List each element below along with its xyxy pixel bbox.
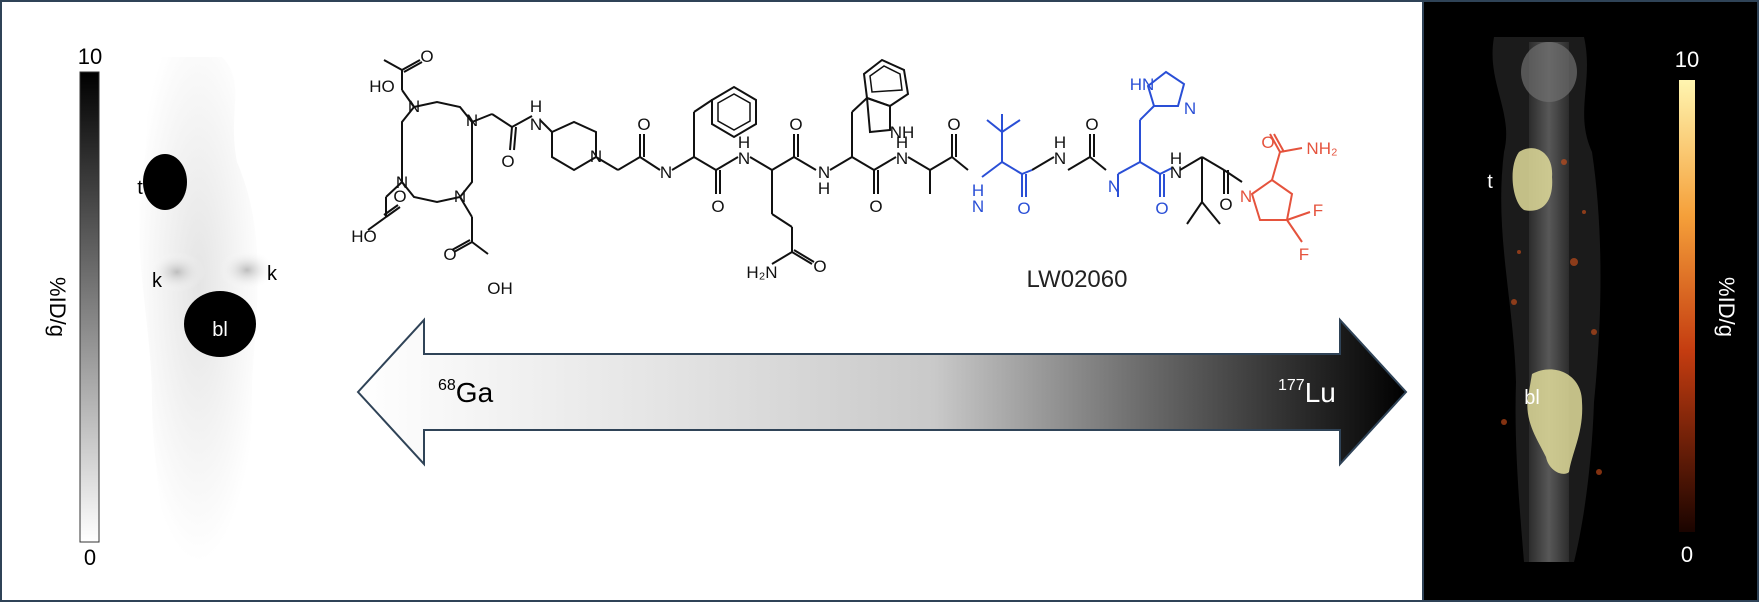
ct-spine [1529,42,1569,562]
arrow-left-label: 68Ga [438,377,494,408]
red-atom-labels: N O NH₂ F F [1240,133,1338,264]
dota-n2: N [466,111,478,130]
atom-h-leu: H [1170,149,1182,168]
atom-n-methyl: N [1108,177,1120,196]
structure-panel: HO O HO O O OH O N H O N O N H H₂N O O N… [342,2,1422,600]
kidney-right-label: k [267,263,278,285]
colorbar-max: 10 [78,44,102,69]
atom-o2: O [393,187,406,206]
atom-h-gly: H [1054,133,1066,152]
lu-mass-number: 177 [1278,377,1305,394]
lu177-spect-panel: 10 0 %ID/g t bl [1422,2,1757,600]
bladder-signal [184,291,256,357]
atom-f1: F [1313,201,1323,220]
atom-h-gln: H [738,133,750,152]
pip-n: N [590,147,602,166]
atom-o13: O [1017,199,1030,218]
atom-ho1: HO [369,77,395,96]
hot-colorbar-max: 10 [1675,47,1699,72]
atom-o7: O [813,257,826,276]
bladder-label-right: bl [1524,387,1540,409]
lu177-spect-image: 10 0 %ID/g t bl [1487,37,1739,567]
colorbar-unit: %ID/g [45,277,70,337]
atom-n-imidazole: N [1184,99,1196,118]
atom-o11: O [1085,115,1098,134]
hot-colorbar [1679,80,1695,532]
ga68-pet-panel: 10 0 %ID/g t k k bl [2,2,342,600]
atom-o8: O [789,115,802,134]
tumor-label-right: t [1487,171,1493,193]
atom-ho2: HO [351,227,377,246]
colorbar-min: 0 [84,545,96,570]
tumor-signal [143,154,187,210]
atom-o6: O [711,197,724,216]
atom-o1: O [420,47,433,66]
atom-o15: O [1261,133,1274,152]
compound-name: LW02060 [1027,266,1128,293]
blue-residues [981,70,1186,197]
atom-f2: F [1299,245,1309,264]
atom-labels: HO O HO O O OH O N H O N O N H H₂N O O N… [351,47,1232,298]
chemical-structure: HO O HO O O OH O N H O N O N H H₂N O O N… [351,47,1408,467]
kidney-left-label: k [152,270,163,292]
atom-n-amide: N [530,115,542,134]
blue-atom-labels: N H O N HN N O [972,75,1196,218]
dota-n1: N [408,97,420,116]
atom-o12: O [1219,195,1232,214]
atom-hn-imidazole: HN [1130,75,1155,94]
atom-indole-nh: NH [890,123,915,142]
atom-n-tle: N [972,197,984,216]
atom-h-trp: H [818,179,830,198]
atom-nh2-pro: NH₂ [1306,139,1337,158]
atom-h2n: H₂N [746,263,777,282]
grayscale-colorbar [79,71,100,543]
atom-o4: O [501,152,514,171]
dota-n4: N [454,187,466,206]
red-residue [1250,133,1311,243]
tumor-label: t [137,177,143,199]
ct-skull [1521,42,1577,102]
atom-o14: O [1155,199,1168,218]
hot-colorbar-min: 0 [1681,542,1693,567]
atom-o3: O [443,245,456,264]
dota-n-labels: N N N N N [396,97,602,206]
bladder-overlay [1527,369,1583,474]
atom-n-pro: N [1240,187,1252,206]
atom-n-leu: N [1170,163,1182,182]
isotope-double-arrow [356,317,1408,467]
atom-o5: O [637,115,650,134]
tumor-overlay [1512,148,1553,211]
kidney-left-signal [149,252,205,292]
atom-o10: O [947,115,960,134]
atom-h-tle: H [972,181,984,200]
lu-symbol: Lu [1305,377,1336,408]
ga68-pet-image: 10 0 %ID/g t k k bl [45,44,278,570]
bladder-label: bl [212,319,228,341]
dota-n3: N [396,173,408,192]
hot-colorbar-unit: %ID/g [1714,277,1739,337]
atom-n-trp: N [818,163,830,182]
atom-h-amide: H [530,97,542,116]
atom-n-ala: N [896,149,908,168]
background-signal [1501,159,1602,475]
structure-bonds [367,58,1243,265]
ga-symbol: Ga [456,377,494,408]
kidney-right-signal [219,250,275,290]
arrow-right-label: 177Lu [1278,377,1336,408]
atom-h-ala: H [896,133,908,152]
atom-o9: O [869,197,882,216]
atom-oh3: OH [487,279,513,298]
atom-n-phe: N [660,163,672,182]
atom-n-gly: N [1054,149,1066,168]
atom-n-gln: N [738,149,750,168]
ga-mass-number: 68 [438,377,456,394]
